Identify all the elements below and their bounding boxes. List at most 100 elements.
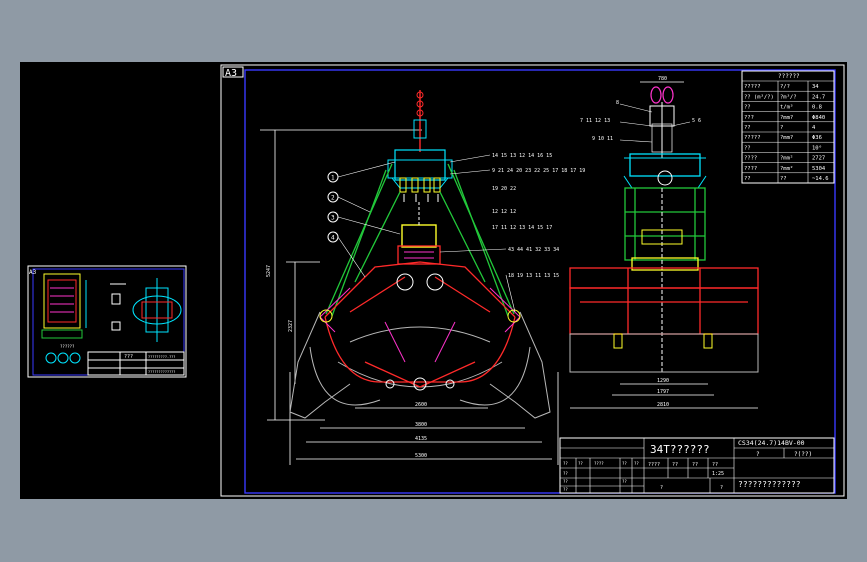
title-row4-left: ? xyxy=(660,485,663,491)
jaw-linkages xyxy=(324,261,516,388)
spec-cell: ?mm² xyxy=(780,155,793,162)
spec-cell: ?mm? xyxy=(780,115,793,121)
dim-side-width-3: 2810 xyxy=(657,402,669,408)
spec-cell: ? xyxy=(780,125,783,131)
spec-cell: 10° xyxy=(812,145,822,151)
side-dimension-lines xyxy=(570,81,758,409)
spec-table[interactable]: ?????? ??????/?34?? (m³/?)?m³/?24.7??t/m… xyxy=(741,70,835,184)
company-name: ????????????? xyxy=(738,480,801,489)
support-rods xyxy=(325,163,515,317)
thumbnail-title-block: ??? ?????????-??? ????????????? xyxy=(87,351,185,376)
spec-cell: 5304 xyxy=(812,166,826,172)
dim-front-height: 5247 xyxy=(266,265,272,277)
thumbnail-sheet[interactable]: A3 ?????? xyxy=(27,265,187,378)
balloon-4: 4 xyxy=(331,235,335,242)
thumbnail-note: ????????????? xyxy=(148,370,175,374)
dim-front-width-3: 4135 xyxy=(415,436,427,442)
dim-side-width-2: 1797 xyxy=(657,389,669,395)
title-label-3: ?? xyxy=(692,462,698,468)
left-row-3: ?? xyxy=(563,487,568,492)
spec-cell: ?? xyxy=(744,125,751,131)
left-label-4: ?? xyxy=(622,461,627,466)
front-view[interactable]: 5247 2327 2600 3800 4135 5300 xyxy=(260,90,585,465)
spec-cell: ??? xyxy=(744,115,754,121)
dim-front-width-2: 3800 xyxy=(415,422,427,428)
hinge-pins xyxy=(319,273,521,391)
side-columns xyxy=(624,187,706,261)
dim-side-top: 780 xyxy=(658,76,667,82)
side-balloons: 8 7 11 12 13 9 10 11 5 6 xyxy=(580,100,701,143)
balloon-1: 1 xyxy=(331,175,335,182)
thumbnail-title-left: ??? xyxy=(124,354,133,360)
dim-side-width-1: 1290 xyxy=(657,378,669,384)
spec-cell: Φ840 xyxy=(812,115,825,121)
center-frame xyxy=(397,202,441,265)
spec-cell: ?/? xyxy=(780,84,790,90)
title-label-2: ?? xyxy=(672,462,678,468)
balloon-row-d: 12 12 12 xyxy=(492,209,516,215)
side-view[interactable]: 780 1290 1797 2810 xyxy=(569,76,759,409)
spec-cell: ?mm² xyxy=(780,165,793,172)
thumbnail-title-right: ?????????-??? xyxy=(148,355,175,359)
balloon-2: 2 xyxy=(331,195,335,202)
dim-front-inner-height: 2327 xyxy=(288,320,294,332)
side-balloon-4: 5 6 xyxy=(692,118,701,124)
side-brackets xyxy=(613,333,713,349)
thumbnail-left-view: ?????? xyxy=(41,273,87,364)
side-balloon-3: 9 10 11 xyxy=(592,136,613,142)
spec-cell: ~14.6 xyxy=(812,176,829,182)
sheet-size-label: A3 xyxy=(225,68,237,79)
upper-head xyxy=(387,149,453,202)
spec-cell: ????? xyxy=(744,84,761,90)
title-row2-right: ?(??) xyxy=(794,451,812,458)
title-row4-right: ? xyxy=(720,485,723,491)
balloon-row-e: 17 11 12 13 14 15 17 xyxy=(492,225,552,231)
side-center-shaft xyxy=(631,188,699,372)
cad-drawing: A3 ?????? xyxy=(27,64,845,497)
front-left-balloons: 1 2 3 4 xyxy=(327,161,401,278)
spec-cell: Φ36 xyxy=(812,135,822,141)
drawing-number: CS34(24.7)14BV-00 xyxy=(738,439,805,447)
balloon-row-f: 43 44 41 32 33 34 xyxy=(508,247,559,253)
spec-cell: 34 xyxy=(812,84,819,90)
left-label-5: ?? xyxy=(634,461,639,466)
dim-front-width-1: 2600 xyxy=(415,402,427,408)
thumbnail-caption: ?????? xyxy=(60,344,75,349)
spec-cell: 0.8 xyxy=(812,105,822,111)
side-balloon-1: 8 xyxy=(616,100,619,106)
balloon-3: 3 xyxy=(331,215,335,222)
front-right-balloons: 14 15 13 12 14 16 15 9 21 24 20 23 22 25… xyxy=(439,153,585,313)
hook-assembly xyxy=(413,90,427,152)
title-block-grid xyxy=(560,438,834,493)
side-bucket xyxy=(569,267,759,335)
front-dimension-lines xyxy=(260,129,559,465)
title-row2-left: ? xyxy=(756,451,760,458)
spec-cell: t/m³ xyxy=(780,104,793,111)
jaw-arms xyxy=(319,287,521,363)
left-label-1: ?? xyxy=(563,461,568,466)
left-label-2: ?? xyxy=(578,461,583,466)
side-head xyxy=(623,153,707,189)
side-shackles xyxy=(649,86,675,158)
spec-cell: 24.7 xyxy=(812,94,825,100)
spec-cell: ???? xyxy=(744,156,757,162)
main-sheet[interactable]: A3 xyxy=(220,64,845,497)
spec-cell: ?? (m³/?) xyxy=(744,93,774,100)
left-row-2: ?? xyxy=(563,479,568,484)
spec-cell: ?mm? xyxy=(780,135,793,141)
title-block[interactable]: 34T?????? CS34(24.7)14BV-00 ? ?(??) ????… xyxy=(559,437,835,494)
left-label-3: ???? xyxy=(594,461,604,466)
balloon-row-g: 18 19 13 11 13 15 xyxy=(508,273,559,279)
dim-front-width-4: 5300 xyxy=(415,453,427,459)
balloon-row-b: 9 21 24 20 23 22 25 17 18 17 19 xyxy=(492,168,585,174)
spec-cell: 4 xyxy=(812,125,816,131)
spec-cell: ?? xyxy=(744,176,751,182)
left-row-1: ?? xyxy=(563,471,568,476)
spec-cell: 2727 xyxy=(812,156,825,162)
title-label-1: ???? xyxy=(648,462,660,468)
balloon-row-a: 14 15 13 12 14 16 15 xyxy=(492,153,552,159)
side-bucket-lower xyxy=(569,333,759,373)
thumbnail-right-view xyxy=(110,278,182,342)
drawing-viewport[interactable]: A3 ?????? xyxy=(20,62,847,499)
